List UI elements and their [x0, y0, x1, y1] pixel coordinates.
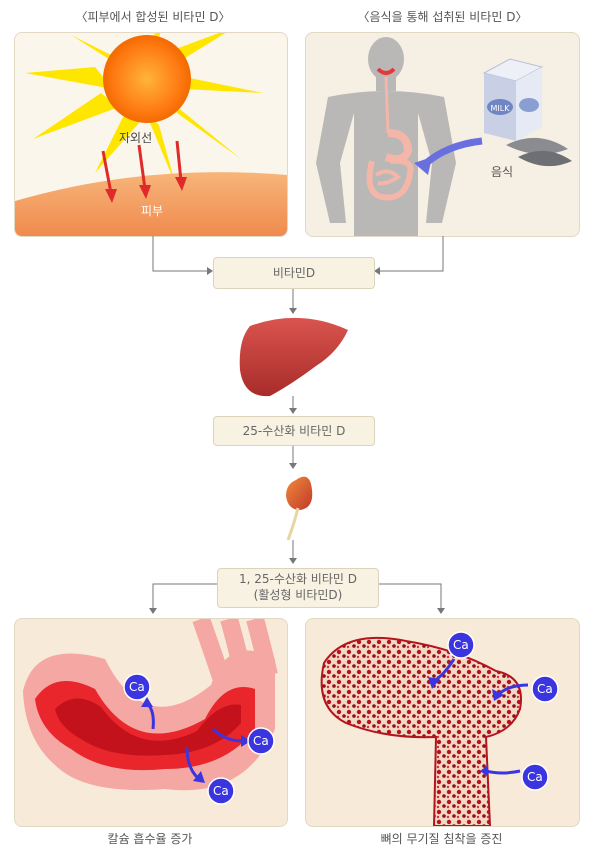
skin-surface: [15, 172, 287, 236]
skin-panel-caption: 〈피부에서 합성된 비타민 D〉: [75, 10, 231, 24]
food-panel-caption: 〈음식을 통해 섭취된 비타민 D〉: [357, 10, 528, 24]
ca-label-3: Ca: [213, 784, 229, 798]
25-hydroxy-label: 25-수산화 비타민 D: [242, 424, 346, 438]
digestion-illustration: MILK: [316, 37, 572, 236]
active-vitamin-d-box: 1, 25-수산화 비타민 D (활성형 비타민D): [217, 568, 379, 608]
skin-label: 피부: [141, 204, 164, 218]
ca-label-6: Ca: [527, 770, 543, 784]
bone-panel: Ca Ca Ca: [305, 618, 580, 827]
ca-label-4: Ca: [453, 638, 469, 652]
active-vitamin-d-line1: 1, 25-수산화 비타민 D: [239, 572, 357, 586]
ca-label-2: Ca: [253, 734, 269, 748]
ca-arrows-bone: [428, 658, 529, 777]
uv-label: 자외선: [119, 131, 153, 145]
intestine-tube: [23, 619, 278, 791]
milk-carton-icon: MILK: [482, 58, 544, 141]
intake-arrow: [414, 137, 483, 175]
ca-label-1: Ca: [129, 680, 145, 694]
milk-text: MILK: [491, 104, 511, 113]
intestine-caption: 칼슘 흡수율 증가: [107, 832, 193, 846]
fish-icon: [506, 137, 572, 167]
sun: [103, 35, 191, 123]
food-intake-panel: MILK 음식: [305, 32, 580, 237]
intestine-panel: Ca Ca Ca: [14, 618, 288, 827]
bone: [320, 636, 522, 826]
intestine-illustration: [23, 619, 278, 805]
skin-synthesis-panel: 자외선 피부: [14, 32, 288, 237]
sun-skin-illustration: [15, 33, 287, 236]
ca-arrows: [141, 697, 251, 783]
25-hydroxy-vitamin-d-box: 25-수산화 비타민 D: [213, 416, 375, 446]
food-label: 음식: [491, 165, 514, 179]
ca-ions-bone: [447, 631, 559, 791]
ca-label-5: Ca: [537, 682, 553, 696]
vitamin-d-label: 비타민D: [272, 266, 316, 280]
active-vitamin-d-line2: (활성형 비타민D): [253, 588, 343, 602]
ca-ions: [123, 673, 275, 805]
bone-illustration: [320, 631, 559, 826]
digestive-tract: [366, 67, 414, 201]
vitamin-d-box: 비타민D: [213, 257, 375, 289]
bone-caption: 뼈의 무기질 침착을 증진: [380, 832, 503, 846]
uv-arrows: [101, 140, 187, 203]
